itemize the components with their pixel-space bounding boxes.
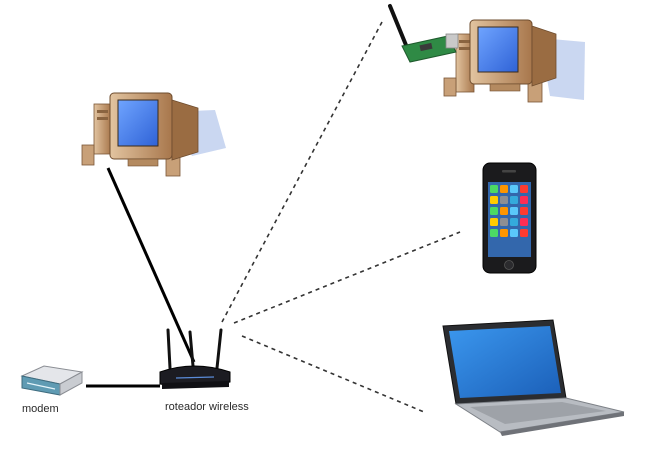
app-icon [510,229,518,237]
wireless-router-icon [159,328,231,389]
modem-icon [20,365,84,396]
app-icon [520,218,528,226]
smartphone-icon [482,162,537,274]
app-icon [510,185,518,193]
app-icon-grid [490,185,528,237]
wired-link-router-desktop [106,167,196,363]
laptop-icon [442,319,625,436]
desktop-computer-with-wifi-card-icon [388,4,585,103]
app-icon [520,185,528,193]
app-icon [510,196,518,204]
modem-label: modem [22,403,59,415]
app-icon [490,207,498,215]
app-icon [510,207,518,215]
app-icon [520,207,528,215]
app-icon [510,218,518,226]
app-icon [500,185,508,193]
app-icon [490,185,498,193]
app-icon [490,218,498,226]
app-icon [520,229,528,237]
wifi-card-icon [388,4,459,63]
app-icon [490,229,498,237]
app-icon [500,229,508,237]
app-icon [500,207,508,215]
app-icon [490,196,498,204]
wireless-link-smartphone [233,231,461,324]
app-icon [500,218,508,226]
wireless-link-laptop [241,335,425,413]
app-icon [500,196,508,204]
app-icon [520,196,528,204]
router-label: roteador wireless [165,401,249,413]
wireless-link-desktop-wireless [221,21,383,323]
desktop-computer-icon [81,92,226,177]
